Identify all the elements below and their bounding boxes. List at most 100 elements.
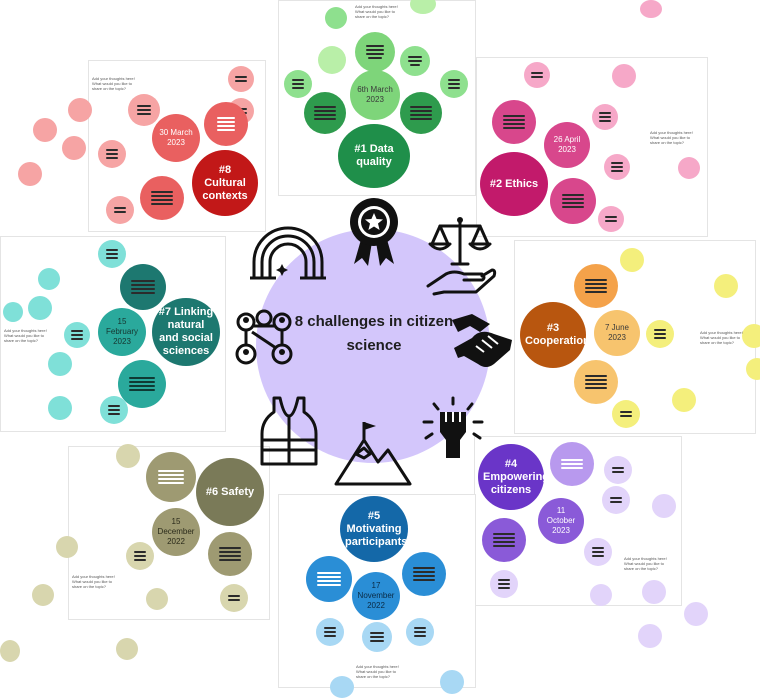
sticky-dot <box>325 7 347 29</box>
sticky-dot <box>620 248 644 272</box>
sticky-lines <box>482 518 526 562</box>
sticky-dot <box>684 602 708 626</box>
prompt-note: Add your thoughts here! What would you l… <box>356 664 399 679</box>
balance-scale-icon <box>426 217 497 296</box>
date-cultural: 30 March 2023 <box>152 114 200 162</box>
date-data-quality: 6th March 2023 <box>350 70 400 120</box>
date-safety: 15 December 2022 <box>152 508 200 556</box>
topic-cooperation[interactable]: #3 Cooperation <box>520 302 590 368</box>
sticky-lines <box>602 486 630 514</box>
sticky-dot <box>56 536 78 558</box>
sticky-lines <box>120 264 166 310</box>
sticky-dot <box>640 0 662 18</box>
sticky-lines <box>98 240 126 268</box>
sticky-dot <box>146 588 168 610</box>
sticky-lines <box>118 360 166 408</box>
sticky-dot <box>48 352 72 376</box>
topic-cultural[interactable]: #8 Cultural contexts <box>192 150 258 216</box>
sticky-dot <box>18 162 42 186</box>
sticky-lines <box>604 154 630 180</box>
rainbow-icon <box>250 226 326 280</box>
sticky-lines <box>646 320 674 348</box>
sticky-dot <box>116 638 138 660</box>
sticky-lines <box>220 584 248 612</box>
topic-linking[interactable]: #7 Linking natural and social sciences <box>152 298 220 366</box>
sticky-dot <box>318 46 346 74</box>
date-empowering: 11 October 2023 <box>538 498 584 544</box>
sticky-dot <box>0 640 20 662</box>
sticky-lines <box>128 94 160 126</box>
sticky-dot <box>68 98 92 122</box>
sticky-dot <box>3 302 23 322</box>
hub-title: 8 challenges in citizen science <box>294 313 454 354</box>
sticky-lines <box>100 396 128 424</box>
prompt-note: Add your thoughts here! What would you l… <box>624 556 667 571</box>
sticky-lines <box>604 456 632 484</box>
sticky-lines <box>574 264 618 308</box>
sticky-lines <box>208 532 252 576</box>
sticky-dot <box>612 64 636 88</box>
sticky-dot <box>38 268 60 290</box>
sticky-dot <box>62 136 86 160</box>
sticky-lines <box>400 46 430 76</box>
sticky-lines <box>524 62 550 88</box>
sticky-lines <box>400 92 442 134</box>
sticky-dot <box>590 584 612 606</box>
sticky-dot <box>33 118 57 142</box>
sticky-lines <box>574 360 618 404</box>
sticky-lines <box>492 100 536 144</box>
sticky-lines <box>126 542 154 570</box>
sticky-dot <box>742 324 760 348</box>
sticky-lines <box>598 206 624 232</box>
sticky-dot <box>672 388 696 412</box>
safety-vest-icon <box>260 396 318 466</box>
sticky-lines <box>106 196 134 224</box>
sticky-dot <box>48 396 72 420</box>
sticky-lines <box>592 104 618 130</box>
date-linking: 15 February 2023 <box>98 308 146 356</box>
sticky-dot <box>330 676 354 698</box>
sticky-dot <box>116 444 140 468</box>
prompt-note: Add your thoughts here! What would you l… <box>650 130 693 145</box>
sticky-lines <box>204 102 248 146</box>
sticky-dot <box>440 670 464 694</box>
sticky-lines <box>550 442 594 486</box>
handshake-icon <box>452 314 512 367</box>
topic-ethics[interactable]: #2 Ethics <box>480 152 548 216</box>
sticky-dot <box>638 624 662 648</box>
sticky-dot <box>678 157 700 179</box>
topic-data-quality[interactable]: #1 Data quality <box>338 124 410 188</box>
sticky-lines <box>362 622 392 652</box>
prompt-note: Add your thoughts here! What would you l… <box>4 328 47 343</box>
sticky-lines <box>140 176 184 220</box>
date-ethics: 26 April 2023 <box>544 122 590 168</box>
sticky-dot <box>32 584 54 606</box>
prompt-note: Add your thoughts here! What would you l… <box>355 4 398 19</box>
raised-fist-icon <box>422 396 484 458</box>
sticky-lines <box>490 570 518 598</box>
sticky-lines <box>440 70 468 98</box>
topic-empowering[interactable]: #4 Empowering citizens <box>478 444 549 510</box>
topic-motivating[interactable]: #5 Motivating participants <box>340 496 408 562</box>
rosette-medal-icon <box>350 198 398 266</box>
sticky-dot <box>652 494 676 518</box>
prompt-note: Add your thoughts here! What would you l… <box>700 330 743 345</box>
sticky-lines <box>146 452 196 502</box>
sticky-dot <box>642 580 666 604</box>
sticky-dot <box>746 358 760 380</box>
sticky-lines <box>98 140 126 168</box>
sticky-lines <box>402 552 446 596</box>
sticky-lines <box>64 322 90 348</box>
sticky-dot <box>28 296 52 320</box>
sticky-lines <box>316 618 344 646</box>
sticky-lines <box>355 32 395 72</box>
sticky-lines <box>406 618 434 646</box>
topic-safety[interactable]: #6 Safety <box>196 458 264 526</box>
sticky-dot <box>410 0 436 14</box>
sticky-lines <box>306 556 352 602</box>
sticky-lines <box>228 66 254 92</box>
prompt-note: Add your thoughts here! What would you l… <box>92 76 135 91</box>
sticky-dot <box>714 274 738 298</box>
sticky-lines <box>304 92 346 134</box>
sticky-lines <box>550 178 596 224</box>
